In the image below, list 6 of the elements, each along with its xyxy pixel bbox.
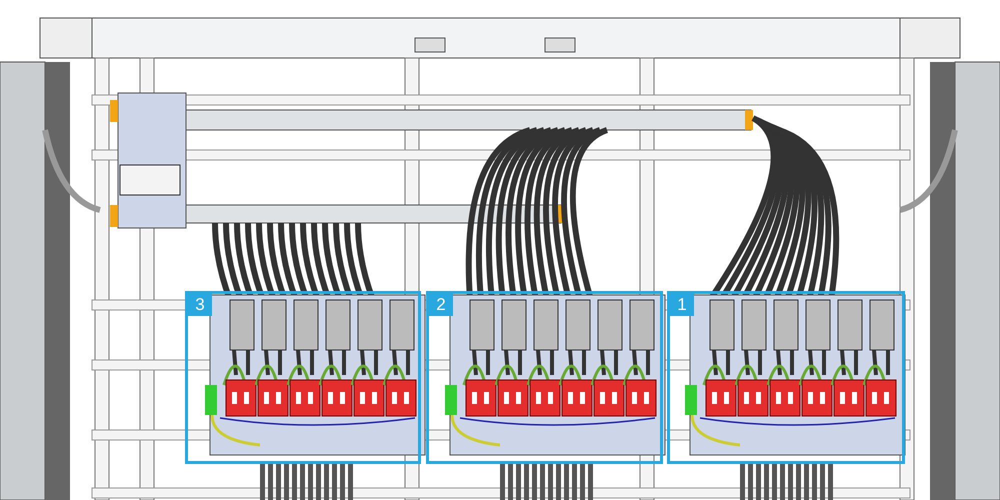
callout-number: 2 bbox=[429, 294, 453, 316]
highlight-frame bbox=[667, 291, 905, 464]
highlight-frame bbox=[185, 291, 421, 464]
callout-number: 3 bbox=[188, 294, 212, 316]
callout-number: 1 bbox=[670, 294, 694, 316]
highlight-frame bbox=[426, 291, 663, 464]
